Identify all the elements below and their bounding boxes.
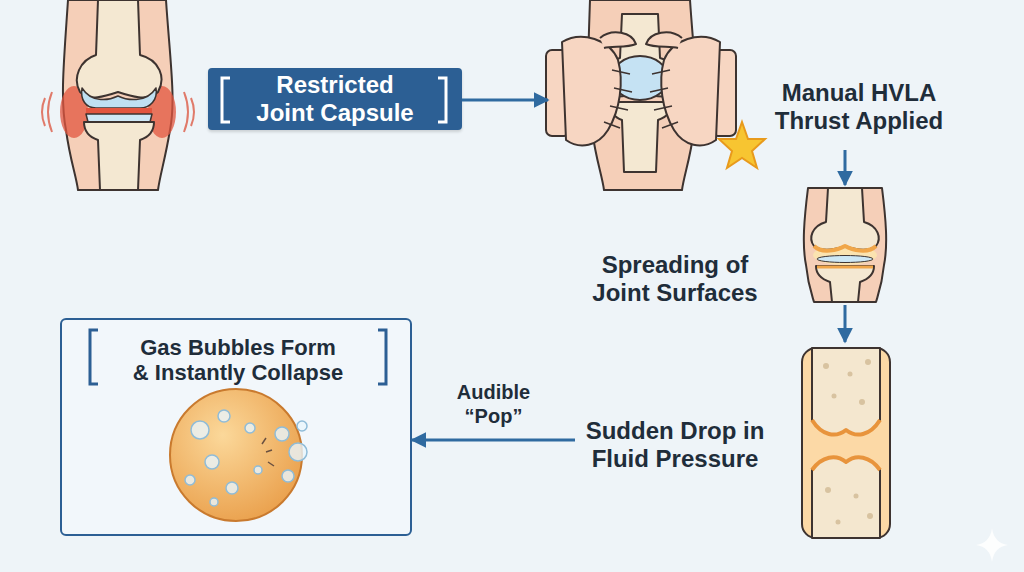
tibia-bone <box>610 102 672 172</box>
gas-bubbles <box>185 410 307 506</box>
pain-line <box>42 98 45 126</box>
tibia-bone <box>84 122 154 190</box>
inflamed-capsule <box>86 108 152 114</box>
bone-dot <box>823 363 829 369</box>
bone-dot <box>825 487 831 493</box>
joint-fluid <box>813 245 877 265</box>
forearm <box>712 50 736 136</box>
hands-thrust-illustration <box>546 0 736 190</box>
meniscus <box>817 256 873 263</box>
bracket <box>438 78 446 122</box>
joint-closeup-illustration <box>802 348 890 538</box>
upper-bone <box>812 348 880 435</box>
watermark-sparkle <box>976 528 1008 562</box>
inflamed-knee-illustration <box>42 0 194 190</box>
cartilage <box>812 457 880 470</box>
flow-arrow <box>844 305 847 342</box>
bubble <box>289 443 307 461</box>
finger-line <box>604 70 632 128</box>
forearm <box>546 50 570 136</box>
bubble <box>205 455 219 469</box>
process-box: Restricted Joint Capsule <box>208 68 462 130</box>
cartilage <box>82 88 157 108</box>
right-hand <box>661 37 720 146</box>
finger-line <box>650 70 678 128</box>
collapse-marks <box>262 438 274 466</box>
bubble <box>254 466 262 474</box>
flow-arrow <box>844 150 847 185</box>
cartilage <box>814 246 876 251</box>
bone-dot <box>867 513 873 519</box>
joint-capsule <box>802 348 890 538</box>
bubble <box>218 410 230 422</box>
bubble <box>282 470 294 482</box>
leg-skin <box>588 0 697 190</box>
bone-dot <box>859 399 865 405</box>
left-hand <box>562 37 621 146</box>
thumb <box>646 32 682 48</box>
step-group: Spreading of Joint Surfaces <box>575 185 895 305</box>
edge-label: Audible “Pop” <box>439 380 549 428</box>
title-brackets <box>90 330 386 384</box>
bone-dot <box>865 359 871 365</box>
flow-arrow <box>462 99 548 102</box>
flow-arrow <box>412 439 575 442</box>
pain-line <box>191 98 194 126</box>
tibia-bone <box>816 266 874 302</box>
outcome-box: Gas Bubbles Form & Instantly Collapse <box>60 318 412 536</box>
bubble <box>210 498 218 506</box>
box-title: Gas Bubbles Form & Instantly Collapse <box>92 332 384 388</box>
starburst <box>719 122 765 168</box>
femur-bone <box>601 14 680 97</box>
cartilage <box>812 420 880 435</box>
bone-dot <box>836 520 841 525</box>
bubble <box>297 421 307 431</box>
inflammation-glow <box>60 86 88 138</box>
bubble <box>226 482 238 494</box>
inflammation-glow <box>148 86 176 138</box>
bubble <box>245 423 255 433</box>
step-label: Spreading of Joint Surfaces <box>575 251 775 307</box>
bone-dot <box>848 372 853 377</box>
lower-bone <box>812 457 880 538</box>
meniscus <box>86 114 152 122</box>
pain-line <box>184 92 188 132</box>
step-label: Sudden Drop in Fluid Pressure <box>575 416 775 474</box>
patella <box>612 56 668 100</box>
bone-dot <box>854 494 859 499</box>
step-group: Sudden Drop in Fluid Pressure <box>575 342 895 542</box>
thumb <box>600 32 636 48</box>
box-label: Restricted Joint Capsule <box>240 68 430 130</box>
femur-bone <box>811 188 878 250</box>
title-brackets <box>222 78 446 122</box>
gas-bubble-illustration <box>170 389 307 521</box>
bubble <box>275 427 289 441</box>
cartilage <box>817 266 873 269</box>
bracket <box>90 330 98 384</box>
pain-line <box>48 92 52 132</box>
bracket <box>378 330 386 384</box>
bone-texture <box>823 359 873 525</box>
spread-knee-illustration <box>804 188 886 302</box>
femur-bone <box>77 0 162 97</box>
step-group: Manual HVLA Thrust Applied <box>548 0 968 150</box>
bubble <box>185 475 195 485</box>
bracket <box>222 78 230 122</box>
leg-skin <box>804 188 886 302</box>
bubble <box>191 421 209 439</box>
leg-skin <box>63 0 173 190</box>
step-label: Manual HVLA Thrust Applied <box>753 76 965 138</box>
synovial-fluid-drop <box>170 389 302 521</box>
thrust-starburst <box>719 122 765 168</box>
bone-dot <box>832 394 837 399</box>
